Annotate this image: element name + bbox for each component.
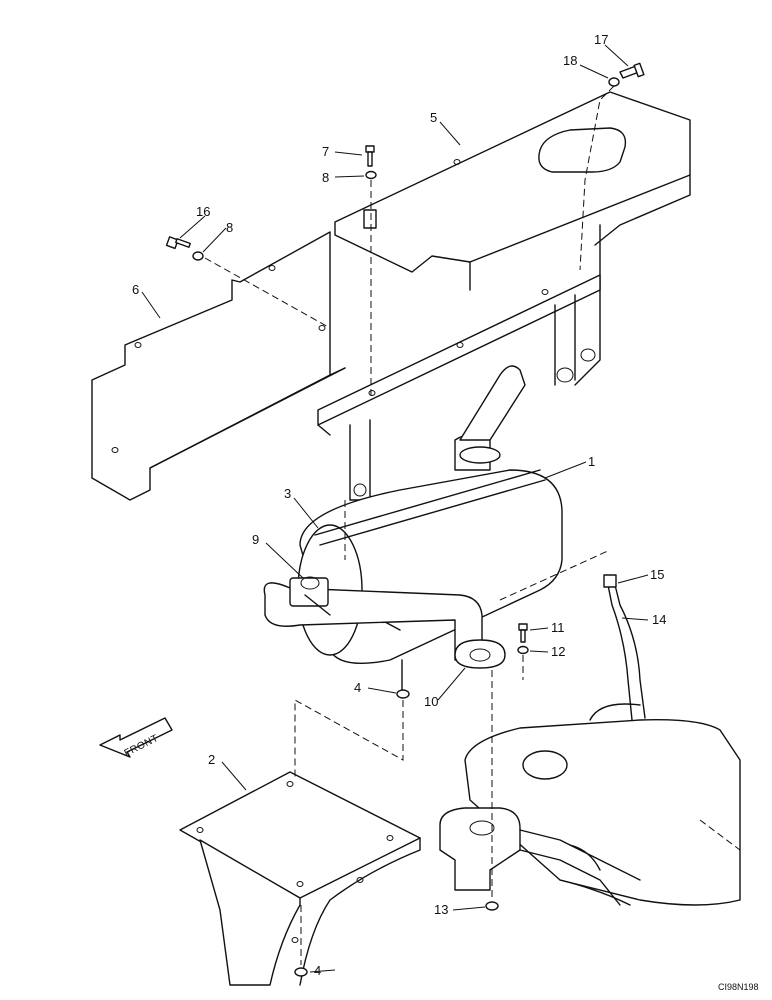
leader-lines [141,44,649,973]
assembly-lines [204,85,741,965]
fasteners [165,62,645,977]
callouts: 17 18 5 7 8 16 8 6 1 3 9 15 14 11 12 4 1… [132,32,666,978]
callout-15: 15 [650,567,664,582]
callout-13: 13 [434,902,448,917]
callout-16: 16 [196,204,210,219]
callout-2: 2 [208,752,215,767]
part-9-clamp-pipe [263,576,483,661]
part-6-side-shield [91,231,346,501]
callout-6: 6 [132,282,139,297]
callout-1: 1 [588,454,595,469]
part-5-upper-cover [334,91,691,386]
part-2-lower-bracket [179,771,421,986]
callout-5: 5 [430,110,437,125]
callout-8: 8 [322,170,329,185]
callout-4: 4 [314,963,321,978]
callout-7: 7 [322,144,329,159]
callout-11: 11 [551,620,565,635]
callout-9: 9 [252,532,259,547]
callout-4: 4 [354,680,361,695]
part-14-tube [603,574,646,721]
callout-14: 14 [652,612,666,627]
callout-10: 10 [424,694,438,709]
figure-reference: CI98N198 [718,982,759,992]
front-arrow: FRONT [99,717,173,759]
callout-17: 17 [594,32,608,47]
callout-12: 12 [551,644,565,659]
part-10-flange [454,639,506,669]
callout-3: 3 [284,486,291,501]
engine-manifold [439,703,741,906]
callout-18: 18 [563,53,577,68]
callout-8: 8 [226,220,233,235]
